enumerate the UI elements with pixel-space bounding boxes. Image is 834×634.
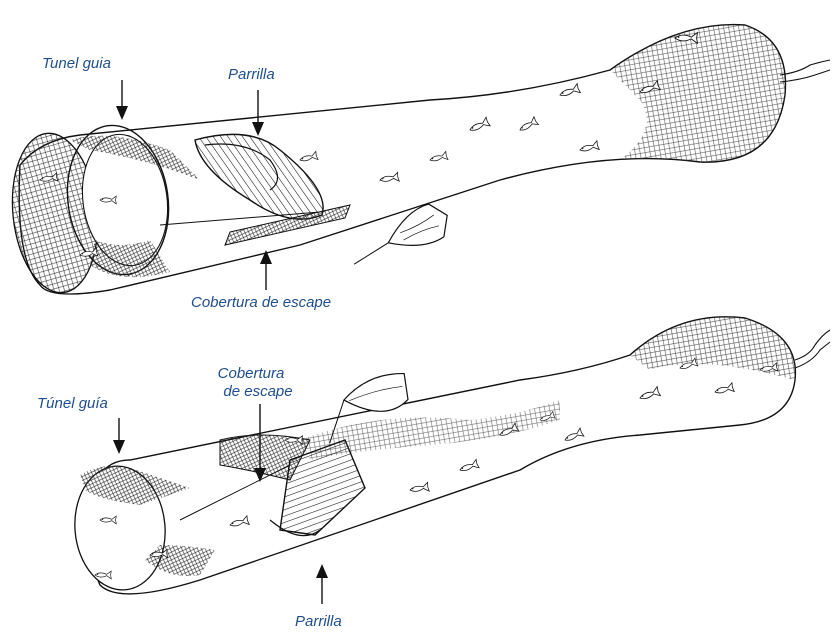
top-label-grid: Parrilla (228, 66, 275, 83)
top-label-guide-tunnel: Tunel guia (42, 55, 111, 72)
arrow-down-icon (116, 80, 128, 120)
arrow-down-icon (113, 418, 125, 454)
top-trawl-net (5, 25, 830, 297)
bottom-label-escape-cover-2: de escape (223, 383, 292, 400)
drawstring-icon (795, 330, 830, 368)
bottom-trawl-net (70, 317, 830, 594)
top-label-escape-cover: Cobertura de escape (191, 294, 331, 311)
arrow-up-icon (316, 564, 328, 604)
drawstring-icon (780, 60, 830, 82)
bottom-label-guide-tunnel: Túnel guía (37, 395, 108, 412)
bottom-label-escape-cover-1: Cobertura (218, 365, 285, 382)
bottom-label-grid: Parrilla (295, 613, 342, 629)
arrow-up-icon (260, 250, 272, 290)
